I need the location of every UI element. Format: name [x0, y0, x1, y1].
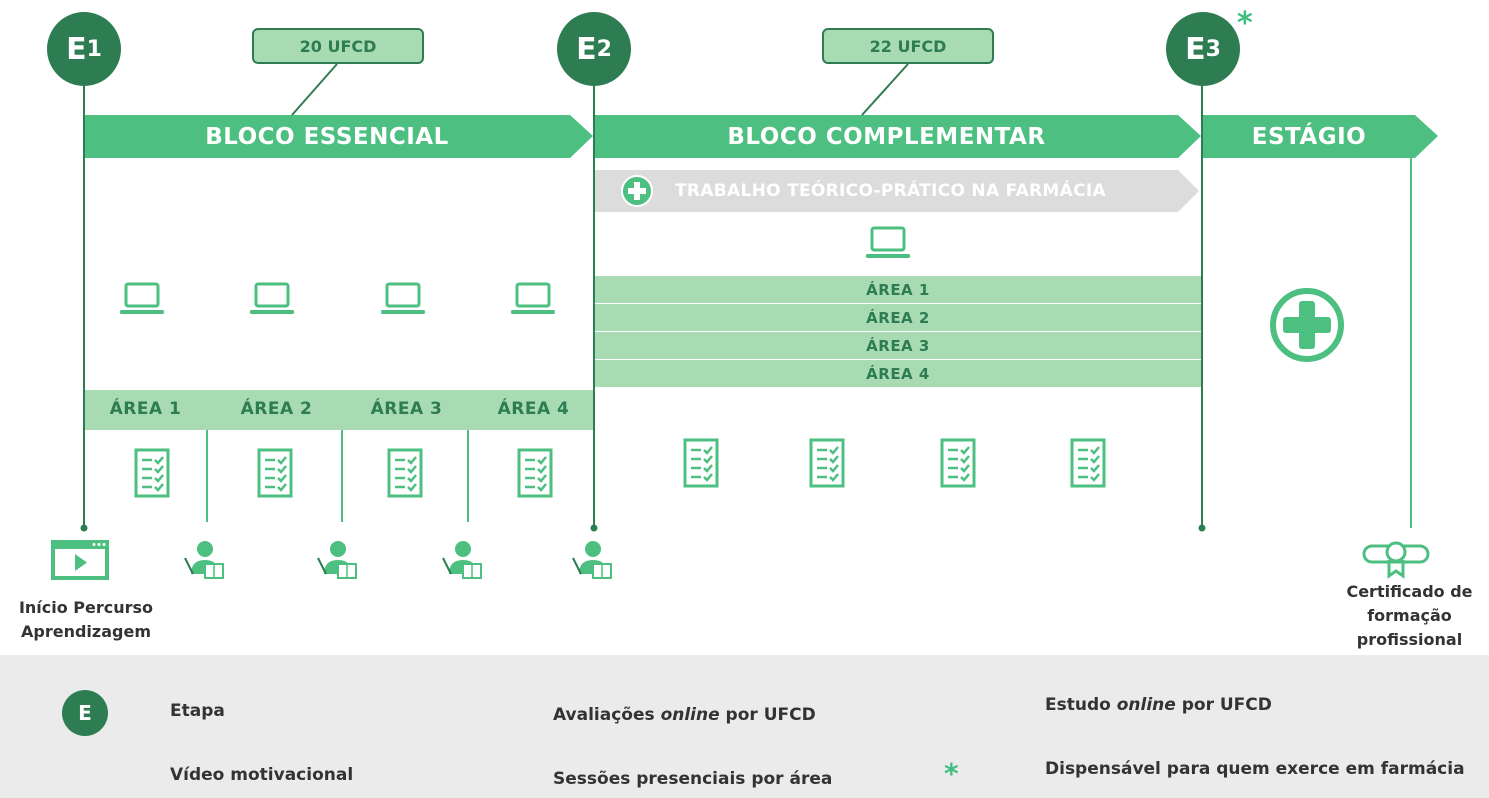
- bloco-complementar-label: BLOCO COMPLEMENTAR: [727, 123, 1046, 150]
- certificate-icon: [1362, 541, 1430, 579]
- inicio-caption: Início Percurso Aprendizagem: [18, 598, 154, 641]
- checklist-icon: [517, 448, 553, 498]
- laptop-icon: [118, 282, 166, 316]
- legend-asterisk-icon: *: [944, 757, 959, 790]
- teacher-icon: [442, 540, 482, 579]
- laptop-icon: [379, 282, 427, 316]
- checklist-icon: [1070, 438, 1106, 488]
- estagio-label: ESTÁGIO: [1251, 123, 1367, 150]
- legend-etapa-icon: E: [62, 690, 108, 736]
- area-complementar-2: ÁREA 2: [595, 304, 1201, 331]
- bloco-essencial-arrow: [84, 115, 593, 158]
- video-icon: [51, 540, 109, 580]
- laptop-icon: [864, 226, 912, 260]
- teacher-icon: [184, 540, 224, 579]
- area-complementar-1: ÁREA 1: [595, 276, 1201, 303]
- checklist-icon: [683, 438, 719, 488]
- area-essencial-3: ÁREA 3: [370, 399, 443, 419]
- legend-dispensavel: Dispensável para quem exerce em farmácia: [1045, 759, 1465, 779]
- ufcd-essencial-box: 20 UFCD: [252, 28, 424, 64]
- legend-estudo: Estudo online por UFCD: [1045, 695, 1272, 715]
- laptop-icon: [248, 282, 296, 316]
- checklist-icon: [940, 438, 976, 488]
- estagio-arrow: [1203, 115, 1438, 158]
- asterisk-icon: *: [1237, 6, 1253, 41]
- trabalho-arrow: [595, 170, 1199, 212]
- bloco-complementar-arrow: [595, 115, 1201, 158]
- bloco-essencial-label: BLOCO ESSENCIAL: [205, 123, 449, 150]
- legend-avaliacoes: Avaliações online por UFCD: [553, 705, 816, 725]
- checklist-icon: [387, 448, 423, 498]
- checklist-icon: [134, 448, 170, 498]
- plus-large-icon: [1270, 288, 1344, 362]
- laptop-icon: [509, 282, 557, 316]
- teacher-icon: [317, 540, 357, 579]
- legend-panel: E Etapa Avaliações online por UFCD Estud…: [0, 655, 1489, 798]
- ufcd-complementar-box: 22 UFCD: [822, 28, 994, 64]
- area-complementar-4: ÁREA 4: [595, 360, 1201, 387]
- checklist-icon: [809, 438, 845, 488]
- legend-sessoes: Sessões presenciais por área: [553, 769, 833, 789]
- areas-essencial-band: [84, 390, 594, 430]
- legend-video: Vídeo motivacional: [170, 765, 354, 785]
- area-essencial-2: ÁREA 2: [240, 399, 313, 419]
- teacher-icon: [572, 540, 612, 579]
- area-essencial-4: ÁREA 4: [497, 399, 570, 419]
- trabalho-label: TRABALHO TEÓRICO-PRÁTICO NA FARMÁCIA: [675, 181, 1106, 201]
- area-complementar-3: ÁREA 3: [595, 332, 1201, 359]
- legend-etapa: Etapa: [170, 701, 225, 721]
- area-essencial-1: ÁREA 1: [109, 399, 182, 419]
- checklist-icon: [257, 448, 293, 498]
- certificado-caption: Certificado de formação profissional: [1346, 582, 1473, 649]
